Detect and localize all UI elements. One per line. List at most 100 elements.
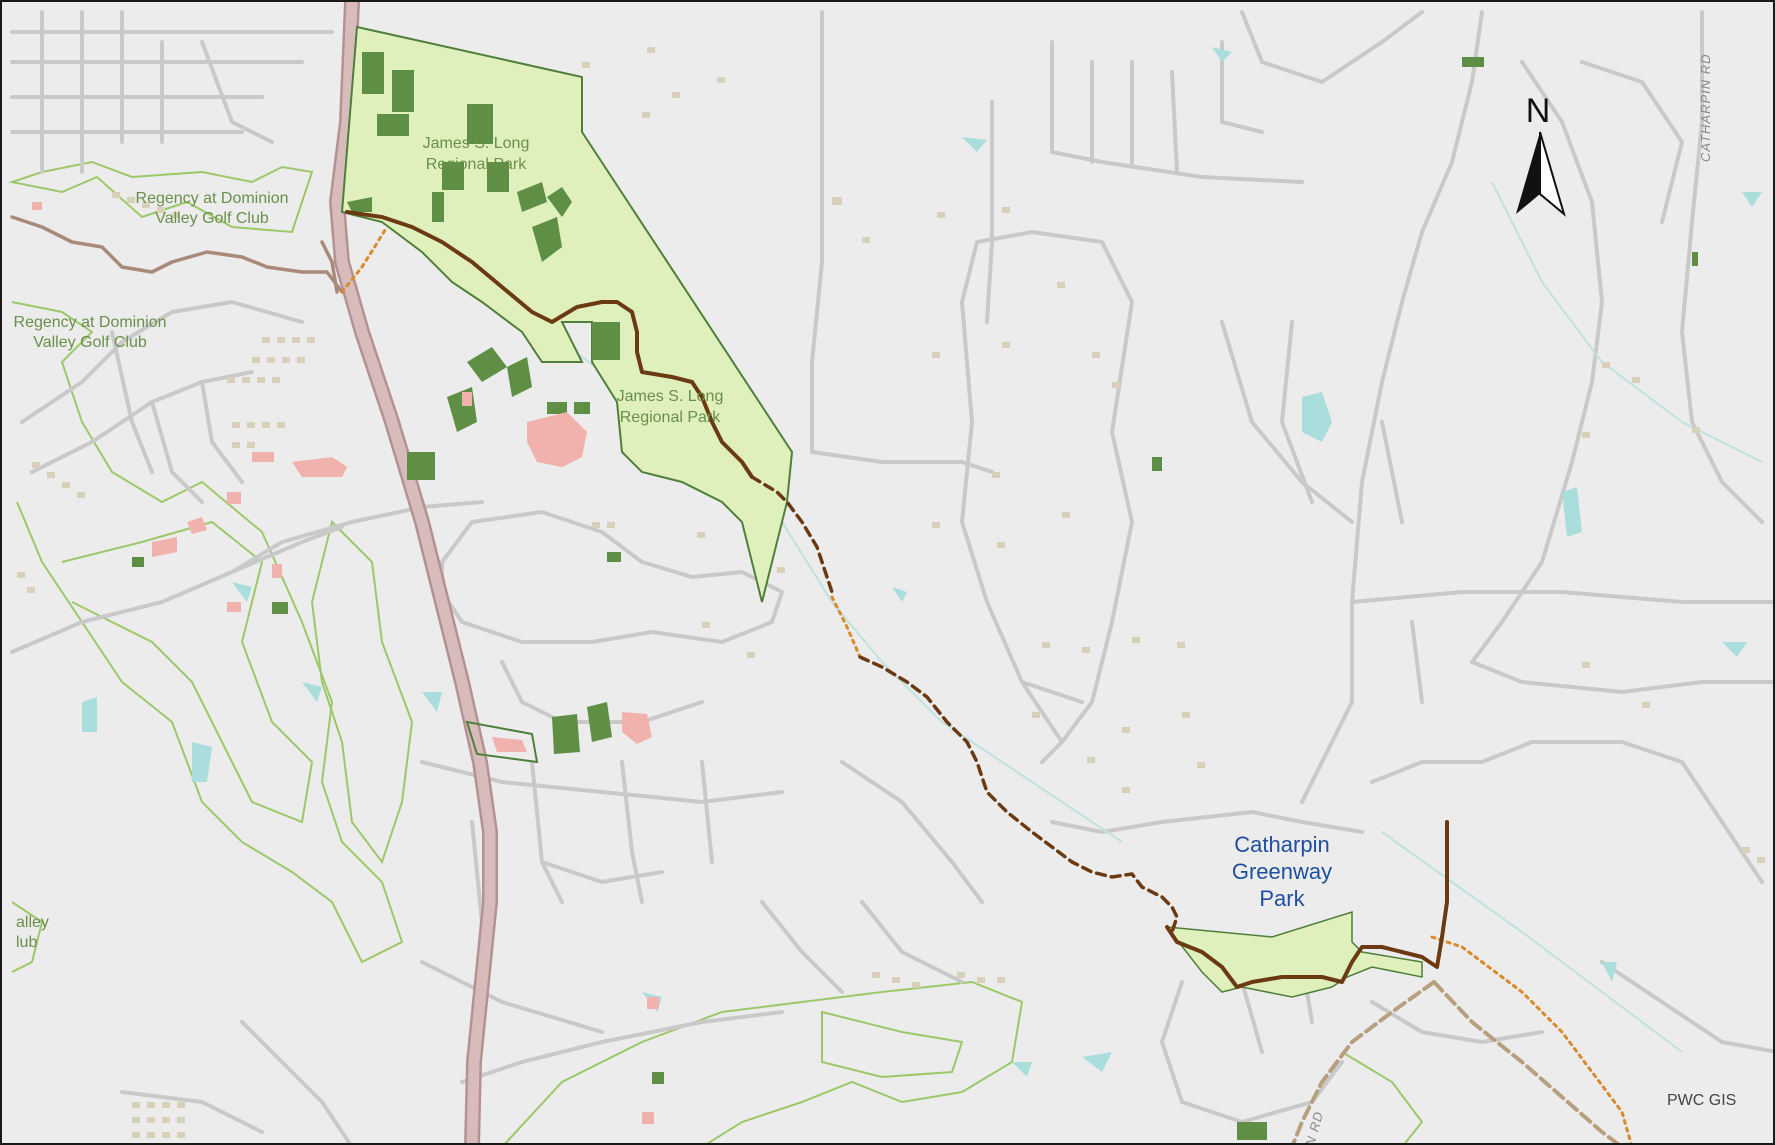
road-49	[1050, 810, 1364, 834]
golf-outline-7	[821, 1010, 964, 1079]
label-regency-2a: Regency at Dominion	[14, 314, 167, 331]
field-14	[507, 357, 532, 397]
building-2	[292, 457, 347, 477]
pond-1	[1302, 392, 1332, 442]
road-2	[230, 500, 484, 574]
golf-outline-5	[11, 901, 44, 973]
building-14	[252, 452, 274, 462]
label-james-long-2b: Regional Park	[620, 409, 722, 426]
label-catharpin-2: Greenway	[1232, 859, 1332, 884]
orange-trail-2	[830, 595, 862, 659]
trail-southeast-tan[interactable]	[1291, 980, 1622, 1145]
north-arrow-icon	[1516, 131, 1566, 217]
road-29	[960, 240, 1064, 744]
road-61	[120, 1090, 264, 1134]
label-regency-1a: Regency at Dominion	[136, 190, 289, 207]
road-38	[1470, 60, 1604, 664]
building-13	[32, 202, 42, 210]
field-21	[1462, 57, 1484, 67]
road-40	[1680, 10, 1764, 524]
label-catharpin-1: Catharpin	[1234, 832, 1329, 857]
field-24	[132, 557, 144, 567]
field-18	[574, 402, 590, 414]
pond-5	[1082, 1052, 1112, 1072]
field-8	[532, 217, 562, 262]
road-network	[10, 10, 1773, 1143]
road-60	[240, 1020, 352, 1143]
road-39	[1580, 60, 1684, 224]
trail-orange-connectors[interactable]	[340, 225, 1633, 1145]
road-15	[150, 400, 204, 504]
north-arrow: N	[1516, 92, 1566, 217]
golf-outline-2	[11, 301, 404, 964]
pond-8	[82, 697, 97, 732]
building-5	[152, 537, 177, 557]
label-road-catharpin: CATHARPIN RD	[1698, 53, 1713, 162]
athletic-fields	[132, 52, 1698, 1140]
road-41	[1350, 590, 1773, 604]
pond-9	[192, 742, 212, 782]
road-56	[860, 900, 964, 984]
road-22	[700, 760, 714, 864]
orange-trail-3	[1430, 935, 1633, 1143]
field-17	[547, 402, 567, 414]
field-10	[432, 192, 444, 222]
field-22	[1237, 1122, 1267, 1140]
buildings	[32, 202, 659, 1124]
road-43	[1470, 660, 1524, 684]
north-label: N	[1526, 92, 1551, 130]
pond-2	[1562, 487, 1582, 537]
water-bodies	[82, 47, 1762, 1077]
golf-outline-4	[310, 520, 414, 865]
field-27	[1692, 252, 1698, 266]
label-james-long-2a: James S. Long	[617, 388, 724, 405]
road-21	[620, 760, 644, 904]
small-park	[465, 720, 539, 764]
field-7	[517, 182, 547, 212]
field-3	[377, 114, 409, 136]
label-regency-2b: Valley Golf Club	[33, 334, 147, 351]
road-1	[10, 525, 344, 654]
road-24	[540, 860, 664, 884]
road-34	[1170, 70, 1179, 174]
road-48	[1380, 420, 1404, 524]
trail-west[interactable]	[10, 215, 344, 294]
label-catharpin-3: Park	[1259, 886, 1305, 911]
road-26	[810, 450, 994, 474]
field-6	[442, 162, 464, 190]
golf-outline-6	[504, 980, 1024, 1143]
building-4	[492, 737, 527, 752]
road-17	[440, 510, 784, 644]
trail-catharpin[interactable]	[1165, 820, 1449, 989]
road-14	[200, 380, 244, 484]
road-54	[1600, 960, 1773, 1054]
label-james-long-1a: James S. Long	[423, 135, 530, 152]
trail-james-long[interactable]	[345, 210, 754, 479]
building-12	[642, 1112, 654, 1124]
field-1	[362, 52, 384, 94]
pond-14	[1012, 1062, 1032, 1077]
road-46	[1220, 320, 1354, 524]
building-3	[622, 712, 652, 744]
pond-10	[302, 682, 322, 702]
trail-planned[interactable]	[750, 475, 1179, 934]
road-27	[985, 100, 994, 324]
field-23	[272, 602, 288, 614]
field-4	[467, 104, 493, 144]
golf-course-outlines	[8, 160, 1424, 1143]
building-9	[227, 602, 241, 612]
building-6	[187, 517, 207, 534]
road-47	[1280, 320, 1314, 504]
field-2	[392, 70, 414, 112]
credit-label: PWC GIS	[1667, 1092, 1736, 1109]
field-25	[607, 552, 621, 562]
road-35	[1220, 40, 1264, 134]
streams	[561, 181, 1763, 1053]
building-1	[527, 412, 587, 467]
field-19	[552, 714, 580, 754]
road-36	[1240, 10, 1424, 84]
label-regency-3b: lub	[16, 934, 37, 951]
golf-outline-8	[1341, 1051, 1424, 1143]
